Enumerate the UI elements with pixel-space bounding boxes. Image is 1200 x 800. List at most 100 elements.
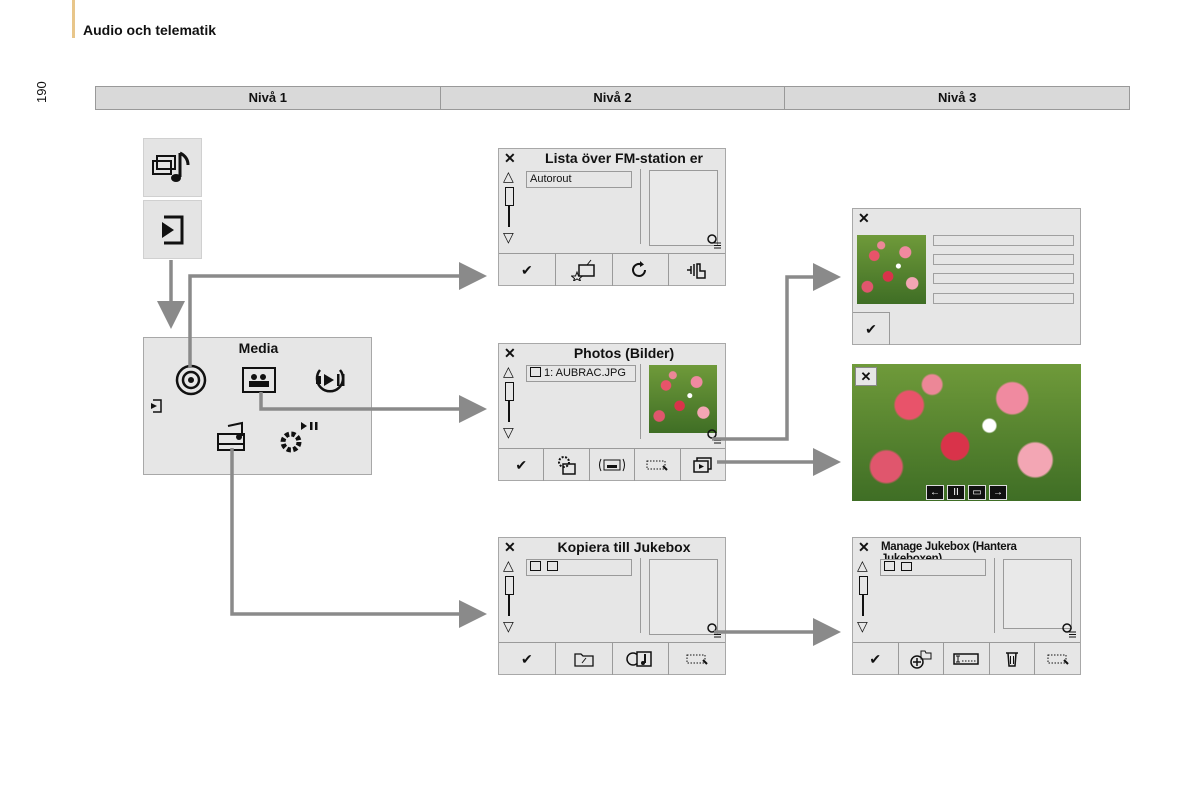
media-music-icon [144, 139, 201, 196]
touch-sound-button[interactable] [669, 254, 725, 286]
search-list-icon[interactable] [706, 428, 722, 444]
fm-button-row: ✔ [499, 253, 725, 286]
slideshow-icon[interactable]: ▭ [968, 485, 986, 500]
search-list-icon[interactable] [706, 233, 722, 249]
source-small-icon[interactable] [148, 398, 164, 414]
manage-jukebox-panel: ✕ Manage Jukebox (Hantera Jukeboxen) △ ▽… [852, 537, 1081, 675]
touch-sound-icon [685, 260, 709, 280]
photo-file-item[interactable]: 1: AUBRAC.JPG [526, 365, 636, 382]
info-field [933, 293, 1074, 304]
photos-icon[interactable] [241, 366, 277, 396]
photos-panel-title: Photos (Bilder) [524, 345, 724, 361]
photo-controls: ← II ▭ → [926, 485, 1007, 500]
level-header-bar: Nivå 1 Nivå 2 Nivå 3 [95, 86, 1130, 110]
scroll-up-icon[interactable]: △ [857, 558, 868, 572]
select-area-icon [685, 652, 709, 666]
fullscreen-photo-button[interactable] [681, 449, 725, 481]
close-icon[interactable]: ✕ [504, 539, 516, 556]
media-panel-title: Media [144, 340, 373, 356]
select-area-button[interactable] [669, 643, 725, 675]
jukebox-item[interactable] [880, 559, 986, 576]
select-area-icon [645, 458, 669, 472]
scroll-down-icon[interactable]: ▽ [503, 425, 514, 439]
scroll-up-icon[interactable]: △ [503, 364, 514, 378]
select-area-icon [1046, 652, 1070, 666]
media-source-tile[interactable] [143, 138, 202, 197]
search-list-icon[interactable] [1061, 622, 1077, 638]
scroll-up-icon[interactable]: △ [503, 169, 514, 183]
scroll-thumb[interactable] [505, 576, 514, 595]
scroll-track [862, 594, 864, 616]
confirm-button[interactable]: ✔ [499, 643, 556, 675]
info-field [933, 273, 1074, 284]
rename-icon [952, 652, 980, 666]
slideshow-button[interactable] [590, 449, 635, 481]
photo-file-name: 1: AUBRAC.JPG [544, 367, 626, 379]
copy-button-row: ✔ [499, 642, 725, 675]
close-icon[interactable]: ✕ [504, 345, 516, 362]
level-1-label: Nivå 1 [96, 87, 441, 109]
fm-station-panel: ✕ Lista över FM-station er Autorout △ ▽ … [498, 148, 726, 286]
scroll-track [508, 594, 510, 616]
scroll-down-icon[interactable]: ▽ [503, 619, 514, 633]
scroll-up-icon[interactable]: △ [503, 558, 514, 572]
search-list-icon[interactable] [706, 622, 722, 638]
close-icon[interactable]: ✕ [504, 150, 516, 167]
scroll-down-icon[interactable]: ▽ [503, 230, 514, 244]
photos-panel: ✕ Photos (Bilder) 1: AUBRAC.JPG △ ▽ ✔ [498, 343, 726, 481]
confirm-button[interactable]: ✔ [853, 643, 899, 675]
confirm-button[interactable]: ✔ [499, 254, 556, 286]
info-field [933, 254, 1074, 265]
settings-play-icon[interactable] [277, 420, 327, 458]
copy-panel-title: Kopiera till Jukebox [524, 539, 724, 555]
close-icon[interactable]: ✕ [858, 210, 870, 227]
previous-icon[interactable]: ← [926, 485, 944, 500]
source-input-tile[interactable] [143, 200, 202, 259]
scroll-down-icon[interactable]: ▽ [857, 619, 868, 633]
divider [640, 169, 641, 244]
scroll-thumb[interactable] [505, 382, 514, 401]
next-icon[interactable]: → [989, 485, 1007, 500]
add-folder-button[interactable] [899, 643, 945, 675]
radio-broadcast-icon[interactable] [174, 362, 210, 398]
media-panel: Media [143, 337, 372, 475]
confirm-button[interactable]: ✔ [853, 312, 890, 345]
delete-button[interactable] [990, 643, 1036, 675]
select-area-button[interactable] [1035, 643, 1080, 675]
pause-icon[interactable]: II [947, 485, 965, 500]
select-area-button[interactable] [635, 449, 680, 481]
scroll-thumb[interactable] [505, 187, 514, 206]
divider [994, 558, 995, 633]
level-2-label: Nivå 2 [441, 87, 786, 109]
add-folder-icon [909, 648, 933, 670]
slideshow-icon [598, 457, 626, 473]
folder-music-icon [573, 650, 595, 668]
jukebox-icon[interactable] [214, 420, 248, 454]
photo-info-panel: ✕ ✔ [852, 208, 1081, 345]
refresh-button[interactable] [613, 254, 670, 286]
fm-station-item[interactable]: Autorout [526, 171, 632, 188]
photo-settings-button[interactable] [544, 449, 589, 481]
favorite-radio-icon [571, 259, 597, 281]
close-icon[interactable]: ✕ [855, 367, 877, 386]
copy-music-icon [625, 649, 655, 669]
level-3-label: Nivå 3 [785, 87, 1129, 109]
folder-music-button[interactable] [556, 643, 613, 675]
copy-music-button[interactable] [613, 643, 670, 675]
media-play-icon[interactable] [310, 364, 350, 396]
header-accent-bar [72, 0, 75, 38]
folder-icon [901, 562, 912, 571]
photos-button-row: ✔ [499, 448, 725, 481]
fm-panel-title: Lista över FM-station er [524, 150, 724, 166]
photo-settings-icon [555, 454, 579, 476]
favorite-radio-button[interactable] [556, 254, 613, 286]
copy-item[interactable] [526, 559, 632, 576]
divider [640, 364, 641, 439]
scroll-track [508, 400, 510, 422]
refresh-icon [630, 260, 650, 280]
confirm-button[interactable]: ✔ [499, 449, 544, 481]
rename-button[interactable] [944, 643, 990, 675]
close-icon[interactable]: ✕ [858, 539, 870, 556]
source-input-icon [144, 201, 201, 258]
scroll-thumb[interactable] [859, 576, 868, 595]
